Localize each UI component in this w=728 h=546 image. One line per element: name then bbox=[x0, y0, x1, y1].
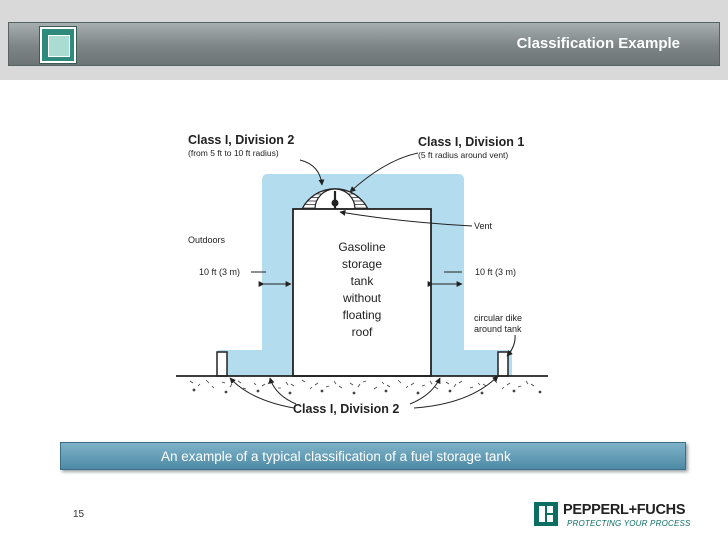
caption-box: An example of a typical classification o… bbox=[60, 442, 686, 470]
square-logo-icon bbox=[40, 27, 76, 63]
tank-label-line: storage bbox=[342, 257, 382, 271]
label-dist-right: 10 ft (3 m) bbox=[475, 267, 516, 277]
slide-title: Classification Example bbox=[516, 35, 680, 52]
slide-header: Classification Example bbox=[0, 0, 728, 80]
arrow-dike bbox=[506, 334, 516, 357]
arrow-div1 bbox=[349, 152, 419, 193]
square-logo-inner bbox=[48, 35, 70, 57]
tank-label-line: Gasoline bbox=[338, 240, 386, 254]
brand-tagline: PROTECTING YOUR PROCESS bbox=[567, 519, 691, 528]
tank-label-line: tank bbox=[351, 274, 375, 288]
ground-texture bbox=[189, 379, 542, 395]
pf-logo-icon bbox=[534, 502, 558, 526]
arrow-div2-bottom-4 bbox=[413, 375, 499, 409]
tank-label-line: without bbox=[342, 291, 382, 305]
caption-text: An example of a typical classification o… bbox=[161, 449, 511, 464]
dike-right bbox=[497, 351, 509, 377]
label-div2-top: Class I, Division 2 bbox=[188, 133, 294, 147]
arrow-div2-top bbox=[299, 159, 325, 186]
page-number: 15 bbox=[73, 509, 85, 520]
label-div1: Class I, Division 1 bbox=[418, 135, 524, 149]
header-bar bbox=[8, 22, 720, 66]
tank-label-line: floating bbox=[343, 308, 382, 322]
tank-label-line: roof bbox=[352, 325, 373, 339]
label-div2-top-sub: (from 5 ft to 10 ft radius) bbox=[188, 148, 279, 158]
arrow-div2-bottom-1 bbox=[229, 377, 295, 409]
label-div1-sub: (5 ft radius around vent) bbox=[418, 150, 508, 160]
dike-left bbox=[216, 351, 228, 377]
label-dike-2: around tank bbox=[474, 324, 522, 334]
label-vent: Vent bbox=[474, 221, 493, 231]
arrow-vent bbox=[339, 209, 473, 227]
tank-label: Gasoline storage tank without floating r… bbox=[338, 240, 386, 339]
label-dike-1: circular dike bbox=[474, 313, 522, 323]
tank-body bbox=[292, 208, 432, 377]
vent-icon bbox=[331, 199, 339, 207]
label-dist-left: 10 ft (3 m) bbox=[199, 267, 240, 277]
arrow-div2-bottom-3 bbox=[409, 377, 441, 405]
brand-logo: PEPPERL+FUCHS PROTECTING YOUR PROCESS bbox=[534, 500, 694, 530]
label-div2-bottom: Class I, Division 2 bbox=[293, 402, 399, 416]
arrow-div2-bottom-2 bbox=[268, 377, 297, 405]
label-outdoors: Outdoors bbox=[188, 235, 226, 245]
brand-name: PEPPERL+FUCHS bbox=[563, 502, 686, 518]
